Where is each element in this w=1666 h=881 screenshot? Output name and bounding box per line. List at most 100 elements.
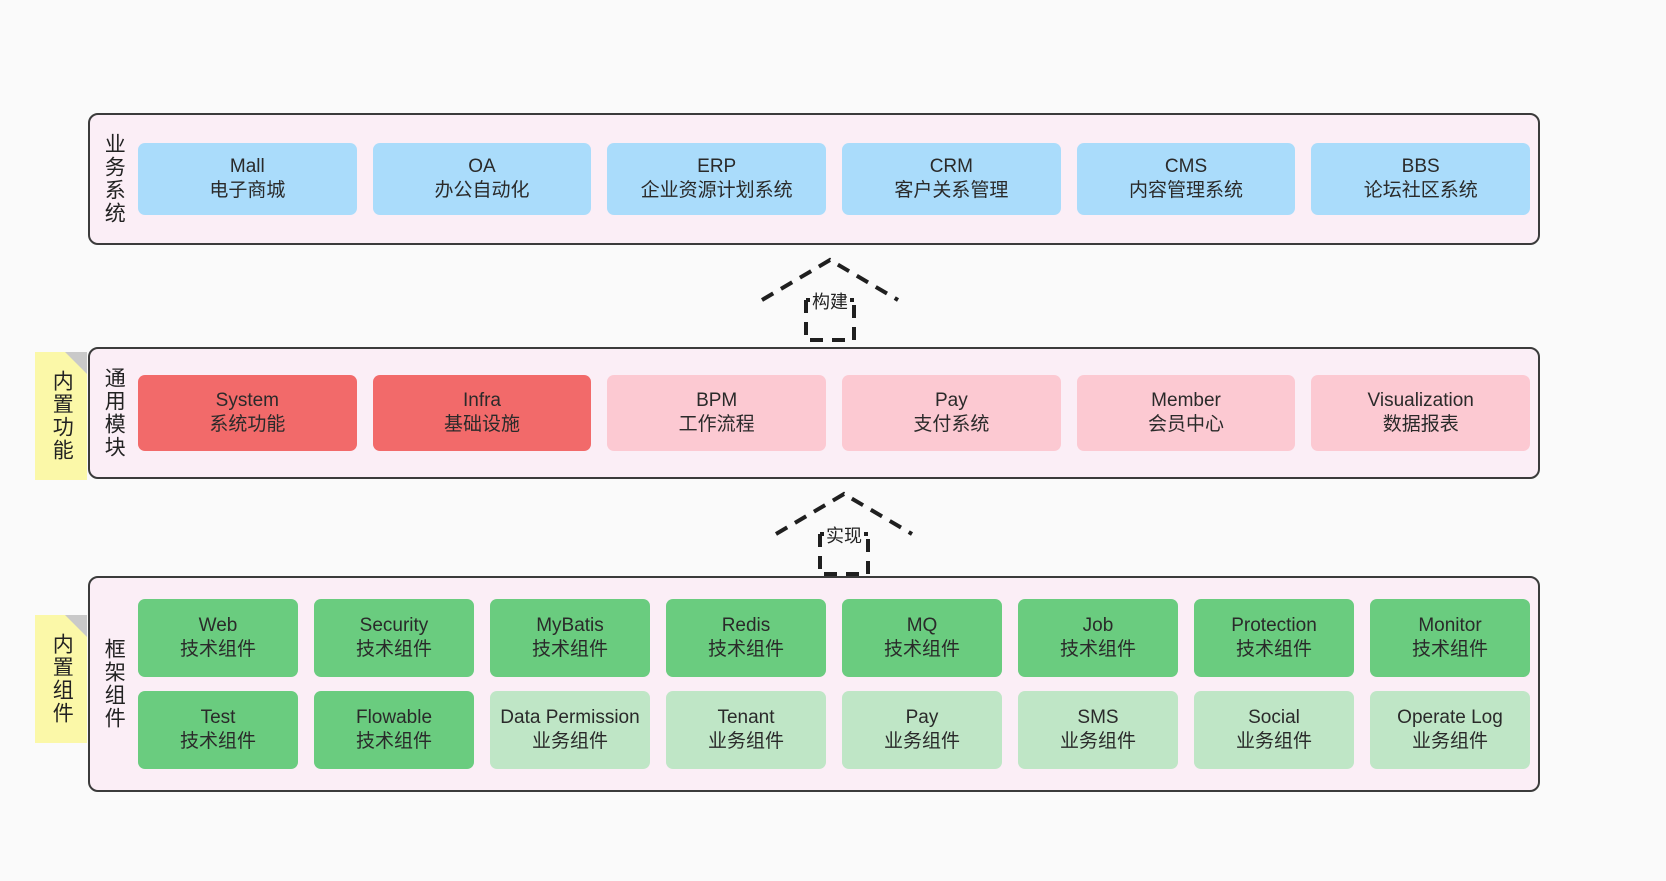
node-data-permission-en: Data Permission [500, 706, 640, 728]
node-pay-module-cn: 支付系统 [913, 414, 990, 435]
node-pay-component-cn: 业务组件 [883, 731, 960, 752]
node-security-en: Security [359, 614, 429, 636]
node-mall-en: Mall [229, 155, 265, 177]
node-operate-log[interactable]: Operate Log 业务组件 [1370, 691, 1530, 769]
node-redis[interactable]: Redis 技术组件 [666, 599, 826, 677]
node-infra[interactable]: Infra 基础设施 [372, 375, 592, 451]
node-job[interactable]: Job 技术组件 [1018, 599, 1178, 677]
node-test[interactable]: Test 技术组件 [138, 691, 298, 769]
node-pay-module-en: Pay [934, 389, 968, 411]
node-crm-cn: 客户关系管理 [894, 180, 1009, 201]
node-protection-cn: 技术组件 [1235, 639, 1312, 660]
node-member-cn: 会员中心 [1148, 414, 1225, 435]
note-builtin-function-label: 内置功能 [50, 370, 74, 462]
connector-build-label: 构建 [810, 288, 850, 314]
node-mall-cn: 电子商城 [209, 180, 286, 201]
node-oa-en: OA [468, 155, 496, 177]
node-bbs-en: BBS [1401, 155, 1440, 177]
node-oa-cn: 办公自动化 [434, 180, 530, 201]
node-member-en: Member [1151, 389, 1221, 411]
node-data-permission[interactable]: Data Permission 业务组件 [490, 691, 650, 769]
node-erp[interactable]: ERP 企业资源计划系统 [607, 143, 827, 215]
node-mybatis-en: MyBatis [536, 614, 604, 636]
node-tenant-en: Tenant [717, 706, 775, 728]
node-security-cn: 技术组件 [355, 639, 432, 660]
node-mybatis-cn: 技术组件 [531, 639, 608, 660]
node-web-cn: 技术组件 [179, 639, 256, 660]
node-sms-en: SMS [1077, 706, 1119, 728]
note-builtin-component: 内置组件 [35, 615, 87, 743]
node-visualization-cn: 数据报表 [1382, 414, 1459, 435]
layer-title-business: 业务系统 [102, 133, 126, 225]
business-row: Mall 电子商城 OA 办公自动化 ERP 企业资源计划系统 CRM 客户关系… [138, 143, 1531, 215]
node-bpm-en: BPM [696, 389, 738, 411]
layer-business-systems: 业务系统 Mall 电子商城 OA 办公自动化 ERP 企业资源计划系统 CRM… [88, 113, 1540, 245]
layer-body-common: System 系统功能 Infra 基础设施 BPM 工作流程 Pay 支付系统… [136, 349, 1538, 477]
node-bpm-cn: 工作流程 [678, 414, 755, 435]
node-redis-en: Redis [721, 614, 771, 636]
node-system-cn: 系统功能 [209, 414, 286, 435]
node-pay-component-en: Pay [905, 706, 939, 728]
node-test-cn: 技术组件 [179, 731, 256, 752]
node-bbs-cn: 论坛社区系统 [1363, 180, 1478, 201]
node-monitor[interactable]: Monitor 技术组件 [1370, 599, 1530, 677]
node-bpm[interactable]: BPM 工作流程 [607, 375, 827, 451]
node-crm[interactable]: CRM 客户关系管理 [842, 143, 1061, 215]
node-mq[interactable]: MQ 技术组件 [842, 599, 1002, 677]
node-erp-en: ERP [697, 155, 737, 177]
note-builtin-function: 内置功能 [35, 352, 87, 480]
node-cms-cn: 内容管理系统 [1129, 180, 1244, 201]
node-redis-cn: 技术组件 [707, 639, 784, 660]
node-protection[interactable]: Protection 技术组件 [1194, 599, 1354, 677]
node-social-cn: 业务组件 [1235, 731, 1312, 752]
node-mybatis[interactable]: MyBatis 技术组件 [490, 599, 650, 677]
node-visualization[interactable]: Visualization 数据报表 [1311, 375, 1531, 451]
node-operate-log-cn: 业务组件 [1411, 731, 1488, 752]
node-oa[interactable]: OA 办公自动化 [372, 143, 592, 215]
node-mall[interactable]: Mall 电子商城 [138, 143, 357, 215]
node-web[interactable]: Web 技术组件 [138, 599, 298, 677]
node-member[interactable]: Member 会员中心 [1076, 375, 1296, 451]
node-test-en: Test [200, 706, 236, 728]
layer-framework-components: 框架组件 Web 技术组件 Security 技术组件 MyBatis 技术组件… [88, 576, 1540, 792]
node-infra-en: Infra [462, 389, 502, 411]
node-job-en: Job [1082, 614, 1114, 636]
layer-title-framework: 框架组件 [102, 638, 126, 730]
connector-implement-label: 实现 [824, 522, 864, 548]
node-job-cn: 技术组件 [1059, 639, 1136, 660]
node-cms[interactable]: CMS 内容管理系统 [1076, 143, 1296, 215]
framework-row-business: Test 技术组件 Flowable 技术组件 Data Permission … [138, 691, 1530, 769]
connector-implement: 实现 [771, 490, 921, 576]
node-web-en: Web [198, 614, 238, 636]
node-visualization-en: Visualization [1367, 389, 1474, 411]
node-sms[interactable]: SMS 业务组件 [1018, 691, 1178, 769]
node-data-permission-cn: 业务组件 [531, 731, 608, 752]
node-flowable-cn: 技术组件 [355, 731, 432, 752]
layer-common-modules: 通用模块 System 系统功能 Infra 基础设施 BPM 工作流程 Pay… [88, 347, 1540, 479]
node-system[interactable]: System 系统功能 [138, 375, 357, 451]
node-flowable[interactable]: Flowable 技术组件 [314, 691, 474, 769]
layer-body-framework: Web 技术组件 Security 技术组件 MyBatis 技术组件 Redi… [136, 578, 1538, 790]
node-pay-module[interactable]: Pay 支付系统 [842, 375, 1061, 451]
node-crm-en: CRM [929, 155, 973, 177]
common-row: System 系统功能 Infra 基础设施 BPM 工作流程 Pay 支付系统… [138, 375, 1531, 451]
note-fold-corner [65, 615, 87, 637]
node-mq-en: MQ [906, 614, 938, 636]
node-social[interactable]: Social 业务组件 [1194, 691, 1354, 769]
note-builtin-component-label: 内置组件 [50, 633, 74, 725]
node-protection-en: Protection [1231, 614, 1317, 636]
node-tenant-cn: 业务组件 [707, 731, 784, 752]
note-fold-corner [65, 352, 87, 374]
node-bbs[interactable]: BBS 论坛社区系统 [1311, 143, 1531, 215]
node-pay-component[interactable]: Pay 业务组件 [842, 691, 1002, 769]
node-system-en: System [215, 389, 280, 411]
layer-title-common: 通用模块 [102, 367, 126, 459]
node-monitor-en: Monitor [1418, 614, 1482, 636]
node-security[interactable]: Security 技术组件 [314, 599, 474, 677]
node-tenant[interactable]: Tenant 业务组件 [666, 691, 826, 769]
node-infra-cn: 基础设施 [444, 414, 521, 435]
node-cms-en: CMS [1164, 155, 1208, 177]
node-mq-cn: 技术组件 [883, 639, 960, 660]
node-flowable-en: Flowable [355, 706, 433, 728]
